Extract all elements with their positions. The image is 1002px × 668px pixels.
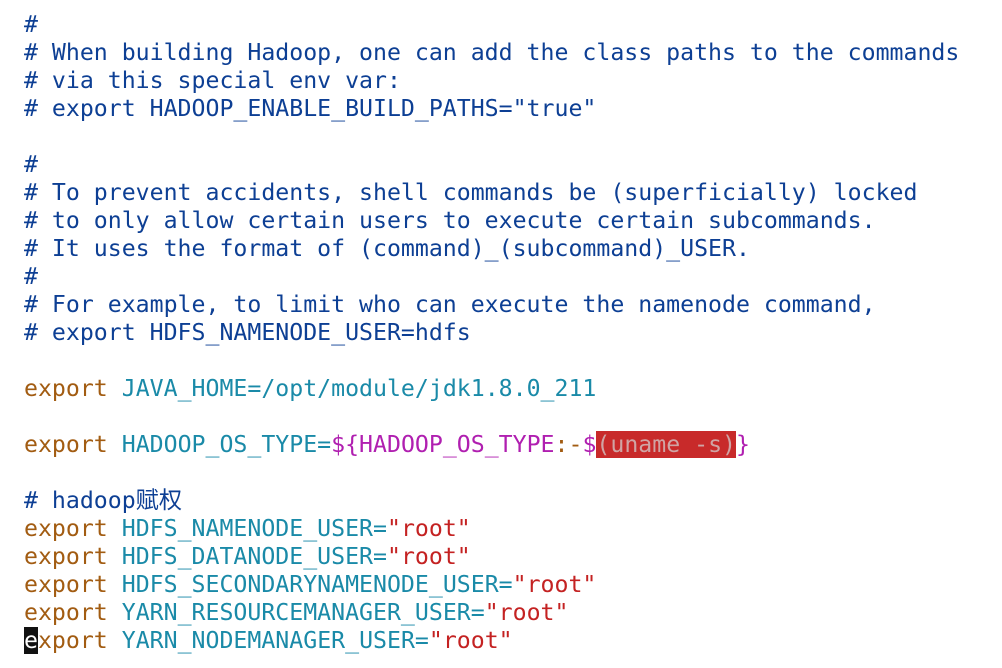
code-line[interactable]: export HADOOP_OS_TYPE=${HADOOP_OS_TYPE:-… bbox=[24, 431, 959, 459]
code-line[interactable]: export YARN_RESOURCEMANAGER_USER="root" bbox=[24, 599, 959, 627]
blank-line[interactable] bbox=[24, 123, 959, 151]
code-token bbox=[108, 543, 122, 570]
code-token: $ bbox=[582, 431, 597, 458]
code-token: # to only allow certain users to execute… bbox=[24, 207, 876, 234]
code-token bbox=[108, 375, 122, 402]
code-token: HADOOP_OS_TYPE= bbox=[121, 431, 332, 458]
code-token bbox=[108, 431, 122, 458]
code-token: } bbox=[736, 431, 750, 458]
code-token: YARN_RESOURCEMANAGER_USER= bbox=[121, 599, 485, 626]
blank-line[interactable] bbox=[24, 403, 959, 431]
code-token: "root" bbox=[386, 515, 471, 542]
code-token: export bbox=[24, 543, 108, 570]
code-token: # hadoop赋权 bbox=[24, 487, 183, 514]
code-token: # bbox=[24, 11, 38, 38]
blank-line[interactable] bbox=[24, 459, 959, 487]
code-line[interactable]: # export HADOOP_ENABLE_BUILD_PATHS="true… bbox=[24, 95, 959, 123]
code-line[interactable]: export HDFS_DATANODE_USER="root" bbox=[24, 543, 959, 571]
code-line[interactable]: export HDFS_NAMENODE_USER="root" bbox=[24, 515, 959, 543]
code-token bbox=[108, 627, 122, 654]
code-token: export bbox=[24, 571, 108, 598]
code-line[interactable]: # bbox=[24, 263, 959, 291]
code-line[interactable]: # to only allow certain users to execute… bbox=[24, 207, 959, 235]
code-token: export bbox=[24, 431, 108, 458]
code-line[interactable]: # bbox=[24, 11, 959, 39]
code-line[interactable]: export HDFS_SECONDARYNAMENODE_USER="root… bbox=[24, 571, 959, 599]
vim-editor-buffer[interactable]: ## When building Hadoop, one can add the… bbox=[24, 11, 959, 655]
code-token bbox=[108, 515, 122, 542]
code-token: YARN_NODEMANAGER_USER= bbox=[121, 627, 429, 654]
code-token: :- bbox=[554, 431, 583, 458]
code-line[interactable]: # To prevent accidents, shell commands b… bbox=[24, 179, 959, 207]
code-line[interactable]: # It uses the format of (command)_(subco… bbox=[24, 235, 959, 263]
code-token: HDFS_SECONDARYNAMENODE_USER= bbox=[121, 571, 513, 598]
code-token: "root" bbox=[386, 543, 471, 570]
code-token: # When building Hadoop, one can add the … bbox=[24, 39, 960, 66]
text-cursor: e bbox=[24, 627, 38, 654]
code-token: "root" bbox=[428, 627, 513, 654]
code-token: # bbox=[24, 151, 38, 178]
code-token: HDFS_DATANODE_USER= bbox=[121, 543, 387, 570]
code-token: # export HDFS_NAMENODE_USER=hdfs bbox=[24, 319, 471, 346]
code-line[interactable]: # via this special env var: bbox=[24, 67, 959, 95]
code-line[interactable]: export JAVA_HOME=/opt/module/jdk1.8.0_21… bbox=[24, 375, 959, 403]
code-token: # To prevent accidents, shell commands b… bbox=[24, 179, 918, 206]
code-token: # via this special env var: bbox=[24, 67, 401, 94]
code-token: export bbox=[24, 599, 108, 626]
code-token bbox=[108, 599, 122, 626]
code-token: export bbox=[24, 375, 108, 402]
code-line[interactable]: # export HDFS_NAMENODE_USER=hdfs bbox=[24, 319, 959, 347]
syntax-error-highlight: (uname -s) bbox=[596, 431, 737, 458]
code-token: "root" bbox=[484, 599, 569, 626]
code-line[interactable]: # When building Hadoop, one can add the … bbox=[24, 39, 959, 67]
code-token: xport bbox=[37, 627, 108, 654]
code-line[interactable]: # bbox=[24, 151, 959, 179]
code-token: # It uses the format of (command)_(subco… bbox=[24, 235, 750, 262]
code-token: "root" bbox=[512, 571, 597, 598]
code-token: # export HADOOP_ENABLE_BUILD_PATHS="true… bbox=[24, 95, 597, 122]
code-line[interactable]: # For example, to limit who can execute … bbox=[24, 291, 959, 319]
code-line[interactable]: export YARN_NODEMANAGER_USER="root" bbox=[24, 627, 959, 655]
code-line[interactable]: # hadoop赋权 bbox=[24, 487, 959, 515]
code-token: HDFS_NAMENODE_USER= bbox=[121, 515, 387, 542]
code-token: ${HADOOP_OS_TYPE bbox=[331, 431, 555, 458]
code-token: # For example, to limit who can execute … bbox=[24, 291, 876, 318]
code-token: JAVA_HOME=/opt/module/jdk1.8.0_211 bbox=[121, 375, 597, 402]
code-token: export bbox=[24, 515, 108, 542]
code-token bbox=[108, 571, 122, 598]
code-token: # bbox=[24, 263, 38, 290]
blank-line[interactable] bbox=[24, 347, 959, 375]
